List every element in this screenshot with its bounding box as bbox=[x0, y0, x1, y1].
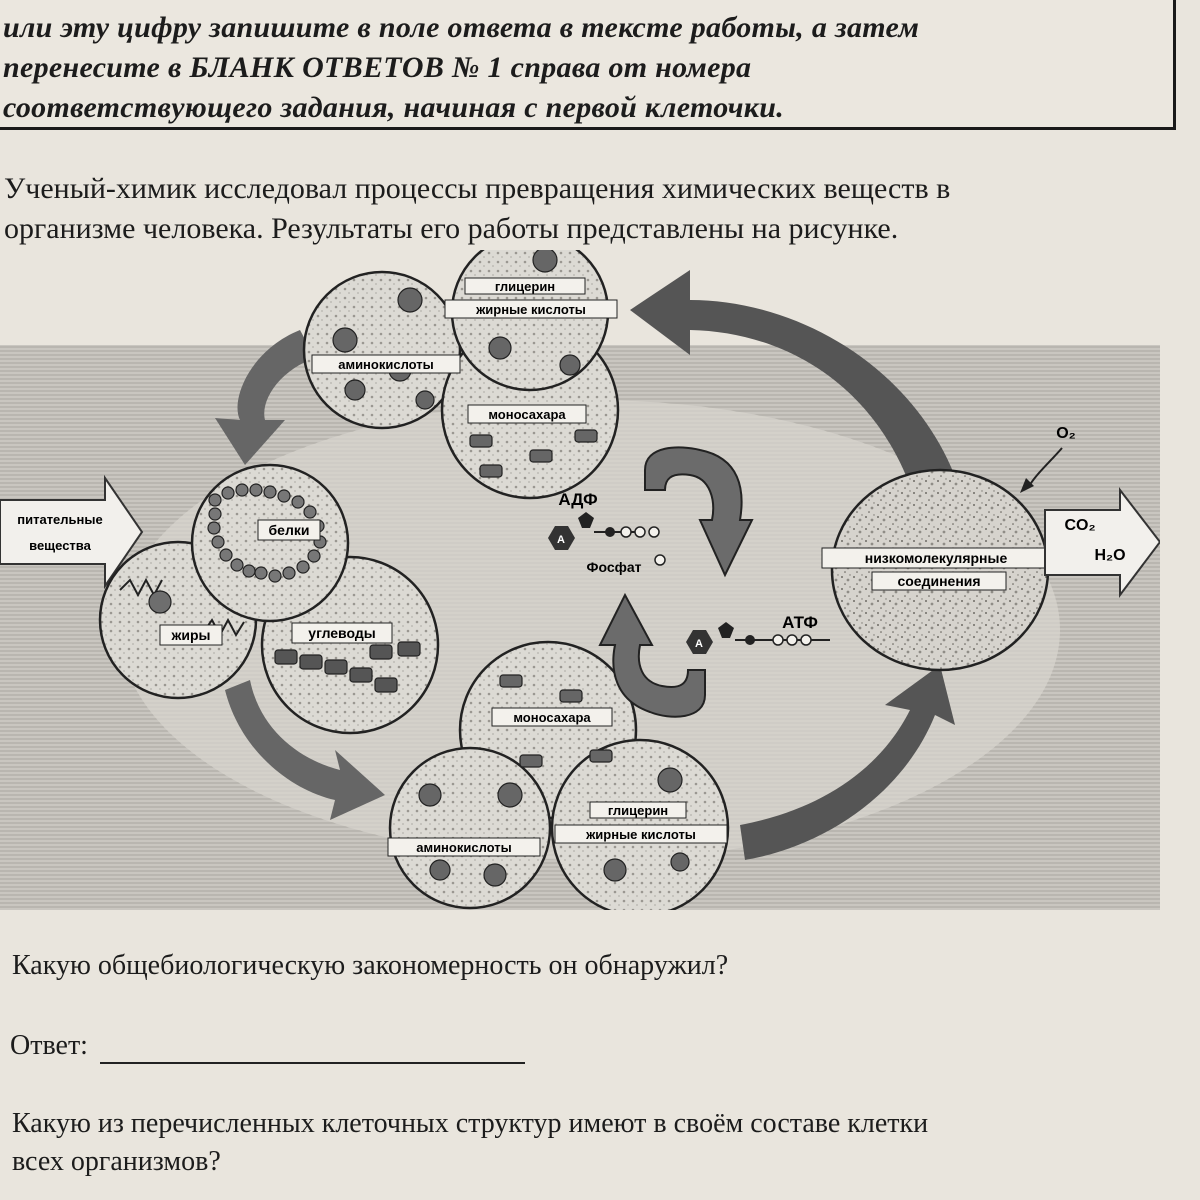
answer-field[interactable] bbox=[100, 1062, 525, 1064]
nutrients-label-1: питательные bbox=[17, 512, 102, 527]
adp-label: АДФ bbox=[558, 490, 597, 509]
proteins-label: белки bbox=[269, 522, 310, 538]
instruction-box: или эту цифру запишите в поле ответа в т… bbox=[0, 0, 1176, 130]
metabolism-diagram: питательные вещества bbox=[0, 250, 1160, 910]
top-amino-acids-circle bbox=[304, 272, 460, 428]
instruction-line-2: перенесите в БЛАНК ОТВЕТОВ № 1 справа от… bbox=[3, 51, 751, 85]
bottom-monosaccharides-label: моносахара bbox=[513, 710, 591, 725]
carbohydrates-label: углеводы bbox=[308, 625, 375, 641]
nutrients-label-2: вещества bbox=[29, 538, 91, 553]
fats-label: жиры bbox=[170, 627, 210, 643]
phosphate-label: Фосфат bbox=[587, 559, 642, 575]
task-intro-line-1: Ученый-химик исследовал процессы превращ… bbox=[4, 172, 950, 206]
answer-label: Ответ: bbox=[10, 1030, 88, 1062]
bottom-amino-acids-circle bbox=[390, 748, 550, 908]
question-2-line-1: Какую из перечисленных клеточных структу… bbox=[12, 1108, 928, 1140]
adp-adenine-letter: А bbox=[557, 534, 565, 546]
h2o-label: H₂O bbox=[1094, 547, 1125, 564]
low-molecular-circle bbox=[832, 470, 1048, 670]
atp-adenine-letter: А bbox=[695, 638, 703, 650]
top-fatty-acids-label: жирные кислоты bbox=[475, 302, 586, 317]
metabolism-figure: питательные вещества bbox=[0, 250, 1160, 910]
question-1: Какую общебиологическую закономерность о… bbox=[12, 950, 728, 982]
instruction-line-1: или эту цифру запишите в поле ответа в т… bbox=[3, 11, 919, 45]
instruction-line-3: соответствующего задания, начиная с перв… bbox=[3, 91, 784, 125]
low-molecular-label-1: низкомолекулярные bbox=[865, 550, 1008, 566]
bottom-fatty-acids-label: жирные кислоты bbox=[585, 827, 696, 842]
free-phosphate bbox=[655, 555, 665, 565]
co2-label: CO₂ bbox=[1064, 517, 1095, 534]
bottom-glycerin-label: глицерин bbox=[608, 803, 668, 818]
top-glycerin-circle bbox=[452, 250, 608, 390]
bottom-amino-acids-label: аминокислоты bbox=[416, 840, 512, 855]
glycerol-ball bbox=[149, 591, 171, 613]
task-intro-line-2: организме человека. Результаты его работ… bbox=[4, 212, 898, 246]
question-2-line-2: всех организмов? bbox=[12, 1146, 221, 1178]
top-glycerin-label: глицерин bbox=[495, 279, 555, 294]
top-amino-acids-label: аминокислоты bbox=[338, 357, 434, 372]
top-monosaccharides-label: моносахара bbox=[488, 407, 566, 422]
atp-label: АТФ bbox=[782, 613, 818, 632]
low-molecular-label-2: соединения bbox=[897, 573, 980, 589]
oxygen-label: O₂ bbox=[1056, 425, 1076, 442]
